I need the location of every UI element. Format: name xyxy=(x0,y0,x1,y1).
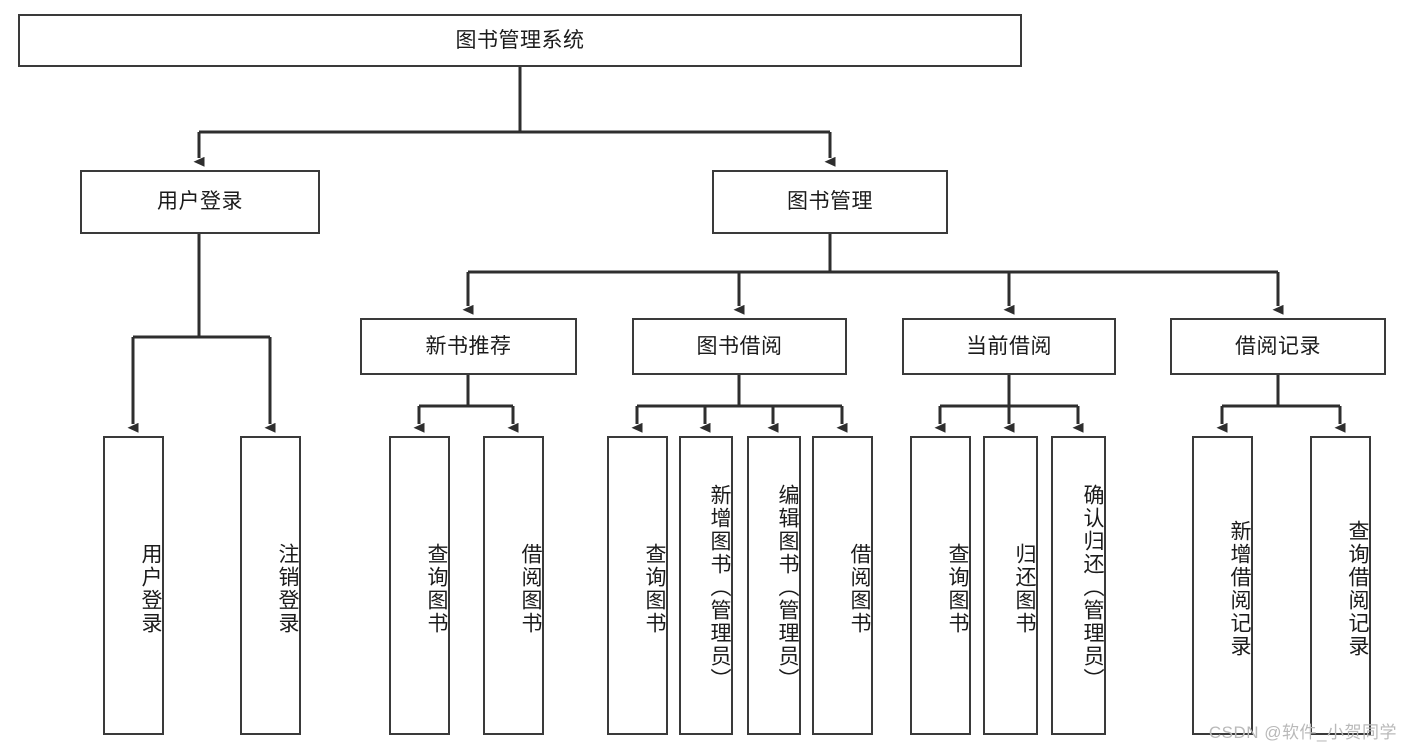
leaf-logout[interactable]: 注销登录 xyxy=(240,436,301,735)
node-current-borrow[interactable]: 当前借阅 xyxy=(902,318,1116,375)
leaf-br-add-record-label: 新增借阅记录 xyxy=(1228,519,1251,658)
node-user-login-label: 用户登录 xyxy=(157,190,243,214)
node-borrow-record-label: 借阅记录 xyxy=(1235,334,1321,358)
leaf-cb-return-book[interactable]: 归还图书 xyxy=(983,436,1038,735)
node-current-borrow-label: 当前借阅 xyxy=(966,334,1052,358)
node-new-book-recommend-label: 新书推荐 xyxy=(425,334,512,358)
node-new-book-recommend[interactable]: 新书推荐 xyxy=(360,318,577,375)
leaf-user-login-label: 用户登录 xyxy=(139,542,162,635)
node-book-management-label: 图书管理 xyxy=(787,190,873,214)
leaf-cb-query-book-label: 查询图书 xyxy=(946,542,969,635)
node-root-label: 图书管理系统 xyxy=(455,28,585,52)
leaf-bb-borrow-book-label: 借阅图书 xyxy=(848,542,871,635)
node-book-borrow[interactable]: 图书借阅 xyxy=(632,318,847,375)
leaf-nb-borrow-book[interactable]: 借阅图书 xyxy=(483,436,544,735)
leaf-bb-edit-book-label: 编辑图书（管理员） xyxy=(776,484,799,691)
leaf-br-query-record-label: 查询借阅记录 xyxy=(1346,519,1369,658)
leaf-cb-return-book-label: 归还图书 xyxy=(1013,542,1036,635)
csdn-watermark: CSDN @软件_小贺同学 xyxy=(1208,723,1397,742)
node-user-login[interactable]: 用户登录 xyxy=(80,170,320,234)
leaf-bb-add-book[interactable]: 新增图书（管理员） xyxy=(679,436,733,735)
leaf-nb-borrow-book-label: 借阅图书 xyxy=(519,542,542,635)
leaf-cb-confirm-return[interactable]: 确认归还（管理员） xyxy=(1051,436,1106,735)
node-book-management[interactable]: 图书管理 xyxy=(712,170,948,234)
leaf-br-query-record[interactable]: 查询借阅记录 xyxy=(1310,436,1371,735)
leaf-bb-add-book-label: 新增图书（管理员） xyxy=(708,484,731,691)
leaf-bb-borrow-book[interactable]: 借阅图书 xyxy=(812,436,873,735)
node-borrow-record[interactable]: 借阅记录 xyxy=(1170,318,1386,375)
node-book-borrow-label: 图书借阅 xyxy=(696,334,783,358)
leaf-logout-label: 注销登录 xyxy=(276,542,299,635)
leaf-nb-query-book-label: 查询图书 xyxy=(425,542,448,635)
leaf-cb-query-book[interactable]: 查询图书 xyxy=(910,436,971,735)
leaf-br-add-record[interactable]: 新增借阅记录 xyxy=(1192,436,1253,735)
leaf-nb-query-book[interactable]: 查询图书 xyxy=(389,436,450,735)
node-root[interactable]: 图书管理系统 xyxy=(18,14,1022,67)
leaf-bb-edit-book[interactable]: 编辑图书（管理员） xyxy=(747,436,801,735)
leaf-bb-query-book-label: 查询图书 xyxy=(643,542,666,635)
leaf-user-login[interactable]: 用户登录 xyxy=(103,436,164,735)
leaf-bb-query-book[interactable]: 查询图书 xyxy=(607,436,668,735)
leaf-cb-confirm-return-label: 确认归还（管理员） xyxy=(1081,484,1104,691)
